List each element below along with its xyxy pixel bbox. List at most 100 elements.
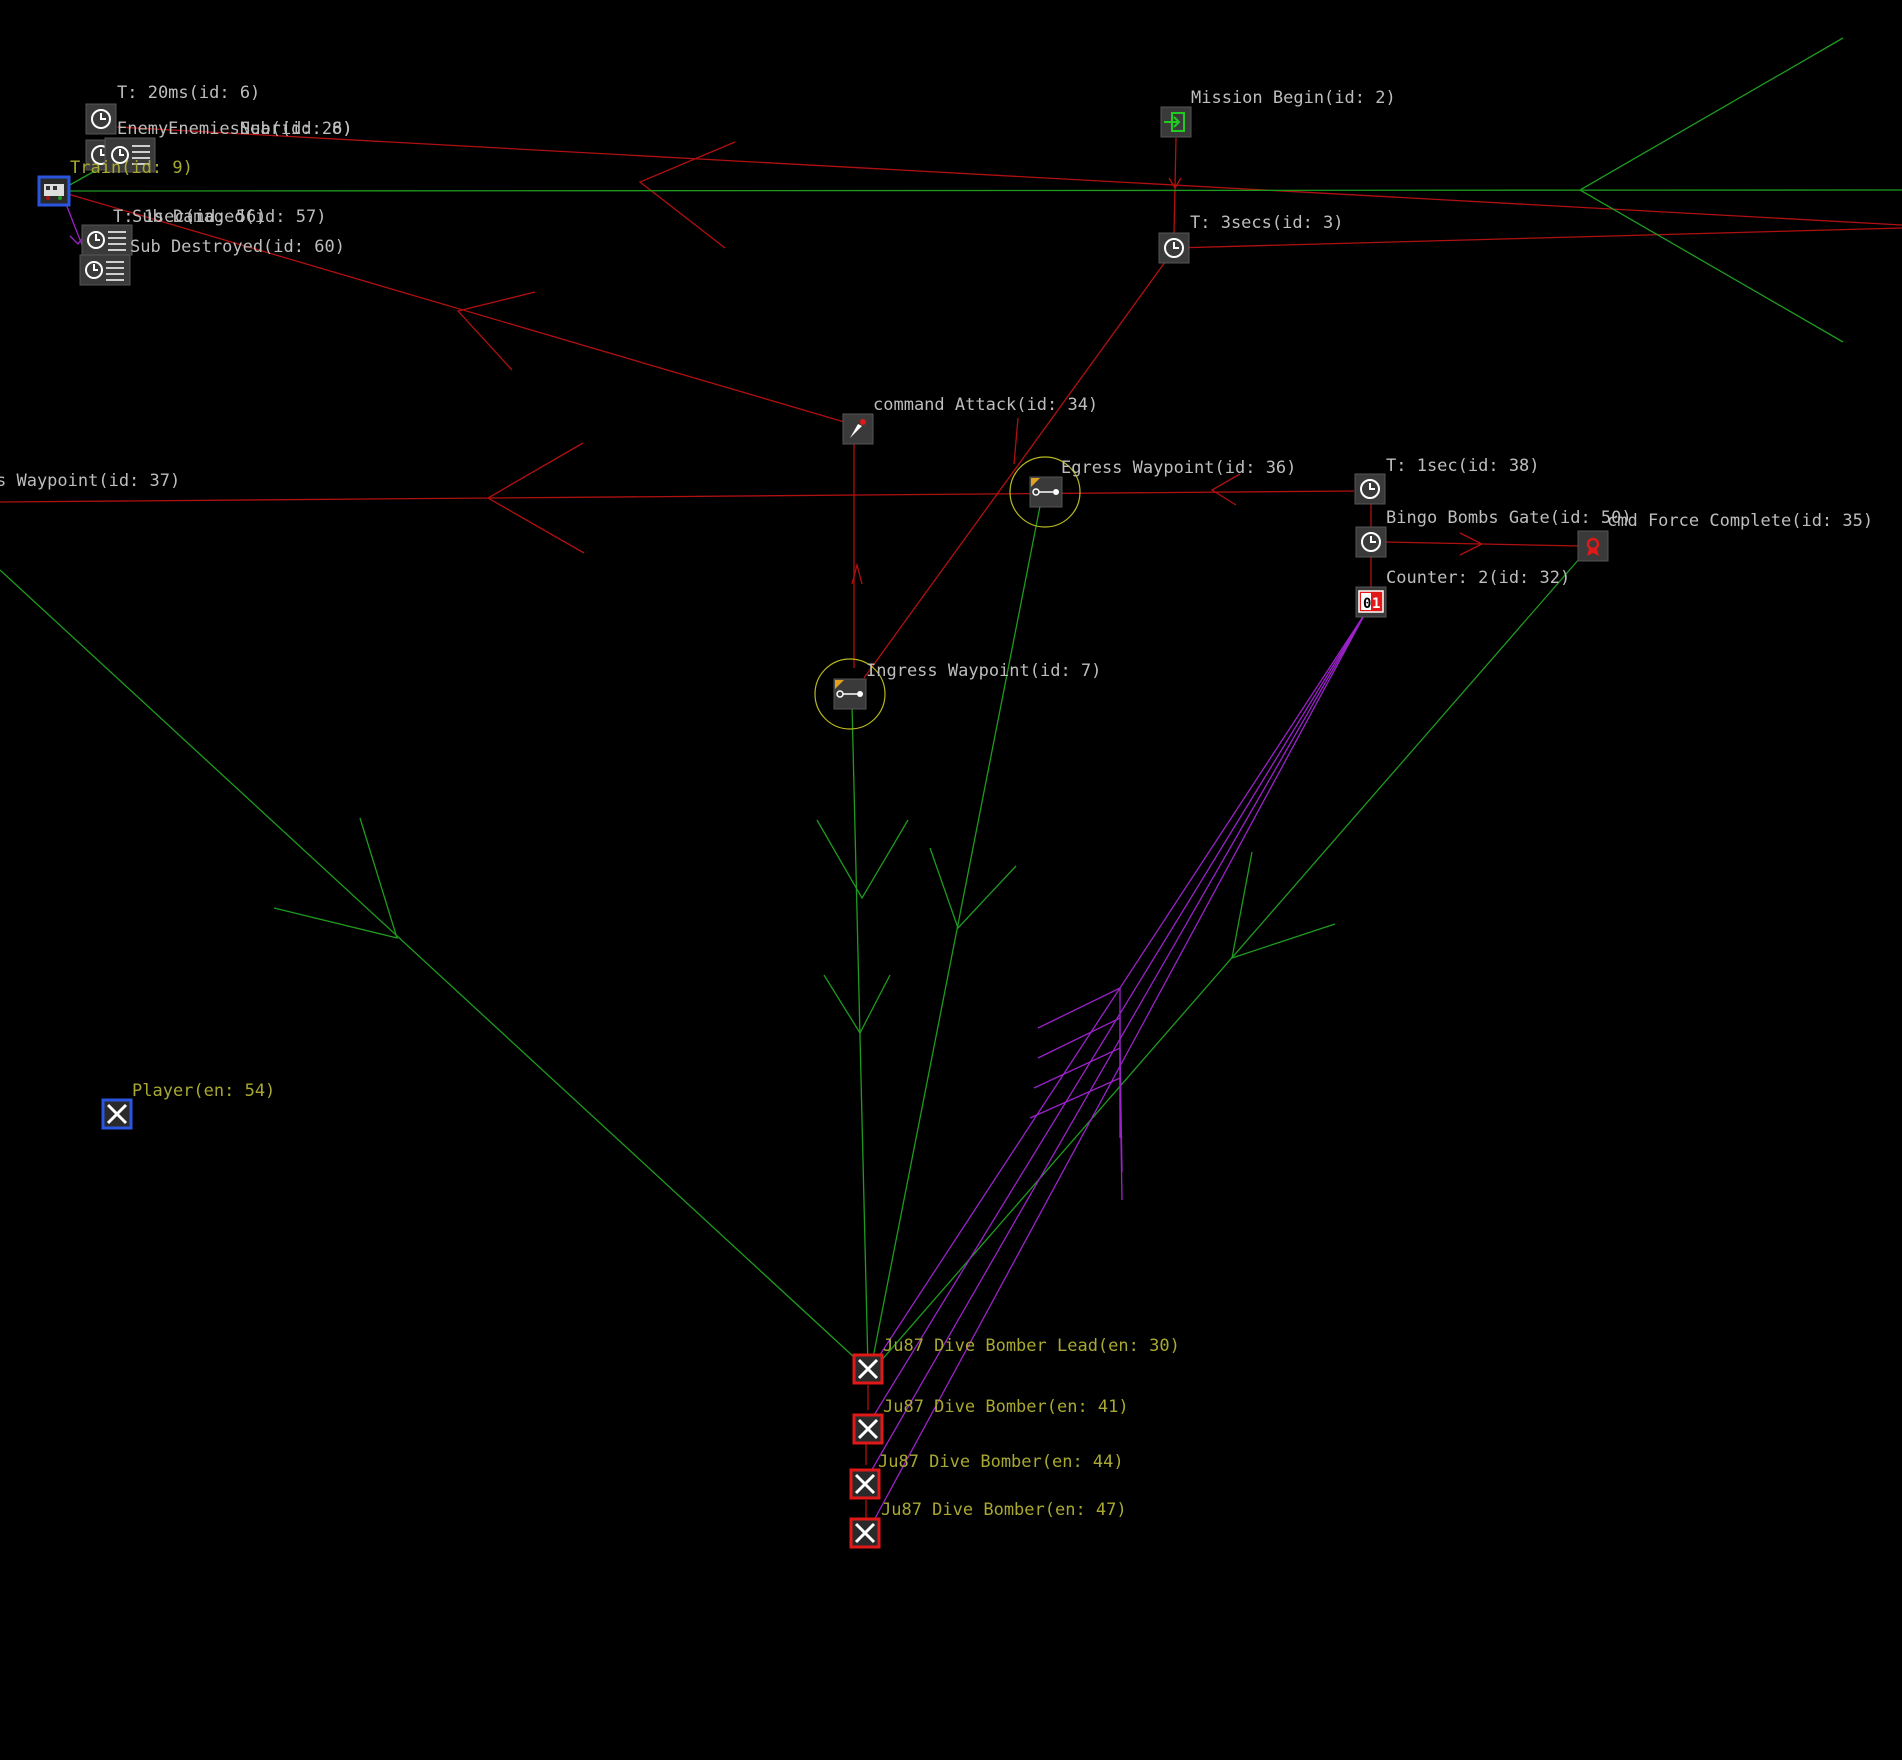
node-player-54[interactable]: Player(en: 54) [101, 1081, 275, 1130]
link-arrowhead [1459, 532, 1484, 556]
node-egress-waypoint-36[interactable]: Egress Waypoint(id: 36) [1029, 458, 1296, 508]
node-command-attack-34[interactable]: command Attack(id: 34) [842, 395, 1098, 445]
enter-icon [1164, 112, 1185, 132]
link-arrowhead [823, 974, 891, 1035]
node-sub-26[interactable]: Sub(id: 26) [104, 119, 353, 173]
node-label: Player(en: 54) [132, 1081, 275, 1101]
plane-icon [854, 1473, 876, 1495]
link-counter-44 [865, 611, 1367, 1481]
clock-icon [87, 231, 105, 249]
node-label: Sub Damaged(id: 57) [132, 207, 326, 227]
link-arrowhead [851, 562, 863, 585]
link-arrowhead [1168, 177, 1182, 190]
clock-icon [111, 146, 129, 164]
node-label: Train(id: 9) [70, 158, 193, 178]
node-mission-begin-2[interactable]: Mission Begin(id: 2) [1160, 88, 1396, 138]
node-label: EnemyEnemiesNear(id: 8) [117, 119, 352, 139]
list-icon [108, 231, 126, 251]
link-arrowhead [1029, 1077, 1123, 1201]
list-icon [106, 261, 124, 281]
node-bingo-bombs-gate-50[interactable]: Bingo Bombs Gate(id: 50) [1355, 508, 1632, 558]
counter-icon: 0 1 [1358, 590, 1384, 613]
link-egress-lead [870, 495, 1043, 1369]
link-counter-47 [865, 611, 1367, 1536]
plane-icon [857, 1418, 879, 1440]
node-label: Counter: 2(id: 32) [1386, 568, 1570, 588]
node-label: Ju87 Dive Bomber Lead(en: 30) [883, 1336, 1180, 1356]
node-timer-38[interactable]: T: 1sec(id: 38) [1354, 456, 1540, 505]
node-sub-destroyed-60[interactable]: Sub Destroyed(id: 60) [79, 237, 345, 286]
link-arrowhead [638, 141, 736, 249]
clock-icon [91, 109, 111, 129]
node-label: Sub(id: 26) [240, 119, 353, 139]
link-arrowhead [273, 817, 398, 939]
clock-icon [1360, 479, 1380, 499]
link-train-short [67, 167, 101, 187]
waypoint-icon [835, 680, 863, 698]
ingress-waypoint-ring [814, 658, 886, 730]
link-begin-timer3 [1173, 137, 1177, 235]
node-waypoint-37[interactable]: s Waypoint(id: 37) [0, 471, 180, 491]
node-force-complete-35[interactable]: cmd Force Complete(id: 35) [1577, 511, 1873, 562]
link-timer6-right [116, 126, 1902, 226]
node-label: Bingo Bombs Gate(id: 50) [1386, 508, 1632, 528]
node-ju87-lead-30[interactable]: Ju87 Dive Bomber Lead(en: 30) [852, 1336, 1180, 1385]
node-label: s Waypoint(id: 37) [0, 471, 180, 491]
node-train-9[interactable]: Train(id: 9) [37, 158, 193, 207]
node-timer-3[interactable]: T: 3secs(id: 3) [1158, 213, 1344, 264]
link-train-sub [65, 203, 85, 251]
svg-text:0: 0 [1363, 596, 1371, 612]
link-ingress-lead [851, 704, 869, 1369]
link-force-lead [872, 557, 1581, 1371]
node-sub-damaged-57: Sub Damaged(id: 57) [132, 207, 326, 227]
waypoint-icon [1031, 478, 1059, 496]
clock-icon [1164, 238, 1184, 258]
node-ju87-47[interactable]: Ju87 Dive Bomber(en: 47) [849, 1500, 1127, 1549]
link-counter-lead [869, 611, 1367, 1371]
node-label: T: 3secs(id: 3) [1190, 213, 1344, 233]
node-counter-32[interactable]: 0 1 Counter: 2(id: 32) [1355, 568, 1570, 618]
link-counter-41 [867, 611, 1367, 1426]
link-arrowhead [456, 291, 536, 371]
node-label: cmd Force Complete(id: 35) [1607, 511, 1873, 531]
node-label: Ju87 Dive Bomber(en: 41) [883, 1397, 1129, 1417]
green-links-layer [0, 37, 1902, 1371]
plane-icon [857, 1358, 879, 1380]
train-icon [44, 184, 64, 200]
node-label: Ju87 Dive Bomber(en: 47) [881, 1500, 1127, 1520]
force-complete-icon [1586, 537, 1600, 556]
plane-icon [106, 1103, 128, 1125]
node-ingress-waypoint-7[interactable]: Ingress Waypoint(id: 7) [833, 661, 1101, 710]
link-timer3-ingress [863, 257, 1169, 679]
node-ju87-41[interactable]: Ju87 Dive Bomber(en: 41) [852, 1397, 1129, 1445]
node-label: Mission Begin(id: 2) [1191, 88, 1396, 108]
link-left-lead [0, 569, 869, 1371]
plane-icon [854, 1522, 876, 1544]
link-timer38-wp37 [0, 490, 1355, 503]
node-label: command Attack(id: 34) [873, 395, 1098, 415]
attack-icon [850, 419, 866, 438]
node-label: T: 1sec(id: 56) [113, 207, 267, 227]
node-timer-6[interactable]: T: 20ms(id: 6) [85, 83, 260, 135]
link-arrowhead [486, 442, 585, 554]
clock-icon [1361, 532, 1381, 552]
list-icon [132, 145, 150, 165]
purple-links-layer [65, 203, 1367, 1536]
egress-waypoint-ring [1009, 456, 1081, 528]
svg-text:1: 1 [1372, 596, 1380, 612]
node-label: T: 20ms(id: 6) [117, 83, 260, 103]
node-ju87-44[interactable]: Ju87 Dive Bomber(en: 44) [849, 1452, 1124, 1500]
node-label: T: 1sec(id: 38) [1386, 456, 1540, 476]
link-train-right [67, 189, 1902, 192]
link-arrowhead [1210, 473, 1241, 506]
link-timer3-right [1173, 227, 1902, 249]
link-arrowhead [929, 847, 1017, 930]
link-arrowhead [1013, 417, 1019, 465]
node-label: Ingress Waypoint(id: 7) [866, 661, 1101, 681]
link-arrowhead [1231, 851, 1336, 959]
node-timer-56[interactable]: T: 1sec(id: 56) [81, 207, 267, 256]
node-label: Egress Waypoint(id: 36) [1061, 458, 1296, 478]
node-label: Sub Destroyed(id: 60) [130, 237, 345, 257]
